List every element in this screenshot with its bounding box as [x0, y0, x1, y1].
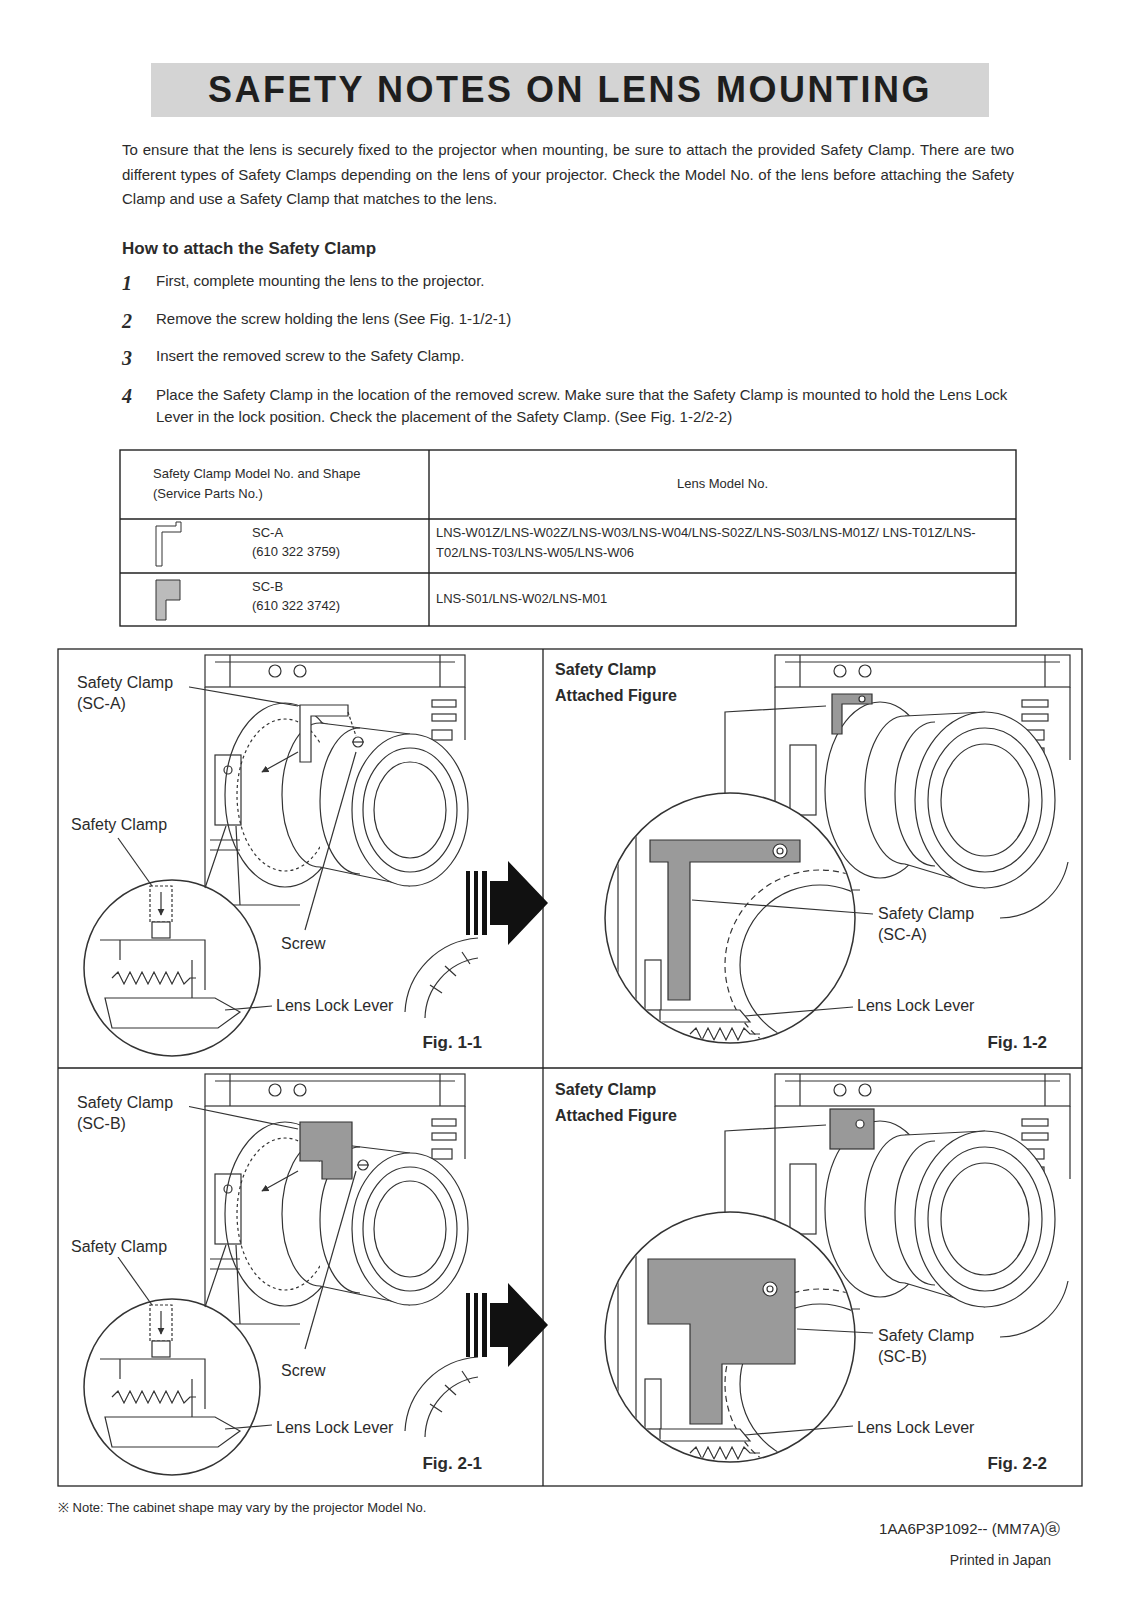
- arrow-bars: [466, 1293, 470, 1357]
- figure-frame: [58, 649, 1082, 1486]
- figure-panel: Safety Clamp Attached FigureSafety Clamp…: [548, 1068, 1082, 1486]
- step-number: 3: [122, 345, 132, 371]
- safety-clamp-sca: [348, 712, 356, 736]
- safety-clamp-scb: [763, 1282, 777, 1296]
- part-label: Screw: [281, 1361, 325, 1381]
- block-arrow: [490, 1283, 548, 1367]
- fig-number: Fig. 2-2: [987, 1453, 1047, 1474]
- clamp-icon: [156, 580, 180, 620]
- safety-clamp-sca: [300, 705, 348, 762]
- figure-panel: Safety Clamp (SC-A) Safety ClampScrewLens…: [58, 649, 490, 1068]
- clamp-label: Safety Clamp (SC-A): [878, 903, 990, 945]
- arrow-bars: [474, 871, 478, 935]
- table-header: Safety Clamp Model No. and Shape (Servic…: [153, 464, 393, 504]
- safety-clamp-scb: [648, 1259, 795, 1424]
- block-arrow: [490, 861, 548, 945]
- safety-clamp-scb: [358, 1160, 368, 1170]
- safety-clamp-scb: [797, 1329, 873, 1333]
- projector-drawing: [84, 655, 478, 1056]
- safety-clamp-scb: [172, 1103, 298, 1129]
- intro-paragraph: To ensure that the lens is securely fixe…: [122, 138, 1014, 212]
- part-number: (610 322 3742): [252, 597, 340, 614]
- step-number: 4: [122, 383, 132, 409]
- clamp-icon: [156, 522, 181, 620]
- footnote: ※ Note: The cabinet shape may vary by th…: [58, 1499, 426, 1516]
- projector-drawing: [605, 1074, 1070, 1479]
- step-number: 2: [122, 308, 132, 334]
- safety-clamp-sca: [777, 848, 783, 854]
- safety-clamp-sca: [172, 684, 873, 1000]
- arrow-bars: [466, 871, 470, 935]
- lens-models: LNS-W01Z/LNS-W02Z/LNS-W03/LNS-W04/LNS-S0…: [436, 523, 1011, 563]
- clamp-model: SC-A: [252, 524, 283, 541]
- step-text: Remove the screw holding the lens (See F…: [156, 309, 511, 329]
- safety-clamp-scb: [357, 1164, 369, 1165]
- table-grid: [120, 450, 1016, 626]
- clamp-label: Safety Clamp (SC-B): [878, 1325, 990, 1367]
- safety-clamp-scb: [172, 1103, 874, 1424]
- title-band: [151, 63, 989, 117]
- safety-clamp-sca: [353, 737, 363, 747]
- safety-clamp-sca: [859, 696, 865, 702]
- print-note: Printed in Japan: [950, 1551, 1051, 1569]
- part-number: (610 322 3759): [252, 543, 340, 560]
- safety-clamp-scb: [856, 1120, 864, 1128]
- safety-clamp-sca: [352, 741, 364, 742]
- figure-panel: Safety Clamp (SC-B) Safety ClampScrewLens…: [58, 1068, 490, 1486]
- table-grid: [120, 450, 1016, 626]
- safety-clamp-sca: [773, 844, 787, 858]
- safety-clamp-sca: [172, 684, 298, 706]
- fig-number: Fig. 1-2: [987, 1032, 1047, 1053]
- safety-clamp-sca: [692, 900, 873, 914]
- fig-number: Fig. 1-1: [422, 1032, 482, 1053]
- part-label: Lens Lock Lever: [857, 996, 974, 1016]
- part-label: Safety Clamp: [71, 1237, 167, 1257]
- figure-frame: [58, 649, 1082, 1486]
- safety-clamp-sca: [650, 840, 800, 1000]
- safety-clamp-sca: [262, 752, 298, 772]
- safety-clamp-sca: [832, 694, 872, 734]
- arrow-bars: [482, 871, 487, 935]
- figure-panel: Safety Clamp Attached FigureSafety Clamp…: [548, 649, 1082, 1068]
- document-code: 1AA6P3P1092-- (MM7A)ⓐ: [879, 1519, 1060, 1538]
- title-band: [151, 63, 989, 117]
- safety-clamp-scb: [767, 1286, 773, 1292]
- page-title: SAFETY NOTES ON LENS MOUNTING: [151, 63, 989, 117]
- safety-clamp-scb: [830, 1109, 874, 1149]
- arrow-bars: [466, 871, 487, 1357]
- figure-heading: Safety Clamp Attached Figure: [555, 1077, 695, 1129]
- clamp-model: SC-B: [252, 578, 283, 595]
- fig-number: Fig. 2-1: [422, 1453, 482, 1474]
- section-heading: How to attach the Safety Clamp: [122, 238, 376, 260]
- figure-heading: Safety Clamp Attached Figure: [555, 657, 695, 709]
- step-text: Insert the removed screw to the Safety C…: [156, 346, 464, 366]
- table-header: Lens Model No.: [429, 475, 1016, 493]
- safety-clamp-sca: [650, 840, 800, 1000]
- part-label: Safety Clamp: [71, 815, 167, 835]
- safety-clamp-scb: [262, 1171, 298, 1191]
- safety-clamp-scb: [300, 1122, 352, 1179]
- projector-drawing: [605, 655, 1070, 1060]
- clamp-label: Safety Clamp (SC-A): [77, 672, 189, 714]
- part-label: Screw: [281, 934, 325, 954]
- part-label: Lens Lock Lever: [276, 996, 393, 1016]
- figure-frame: [58, 649, 1082, 1486]
- part-label: Lens Lock Lever: [857, 1418, 974, 1438]
- table-grid: [120, 450, 1016, 626]
- part-label: Lens Lock Lever: [276, 1418, 393, 1438]
- step-text: First, complete mounting the lens to the…: [156, 271, 485, 291]
- clamp-label: Safety Clamp (SC-B): [77, 1092, 189, 1134]
- safety-clamp-scb: [648, 1259, 795, 1424]
- arrow-bars: [482, 1293, 487, 1357]
- lens-models: LNS-S01/LNS-W02/LNS-M01: [436, 590, 607, 607]
- arrow-bars: [474, 1293, 478, 1357]
- clamp-icon: [156, 522, 181, 566]
- step-text: Place the Safety Clamp in the location o…: [156, 384, 1016, 428]
- step-number: 1: [122, 270, 132, 296]
- projector-drawing: [84, 1074, 478, 1475]
